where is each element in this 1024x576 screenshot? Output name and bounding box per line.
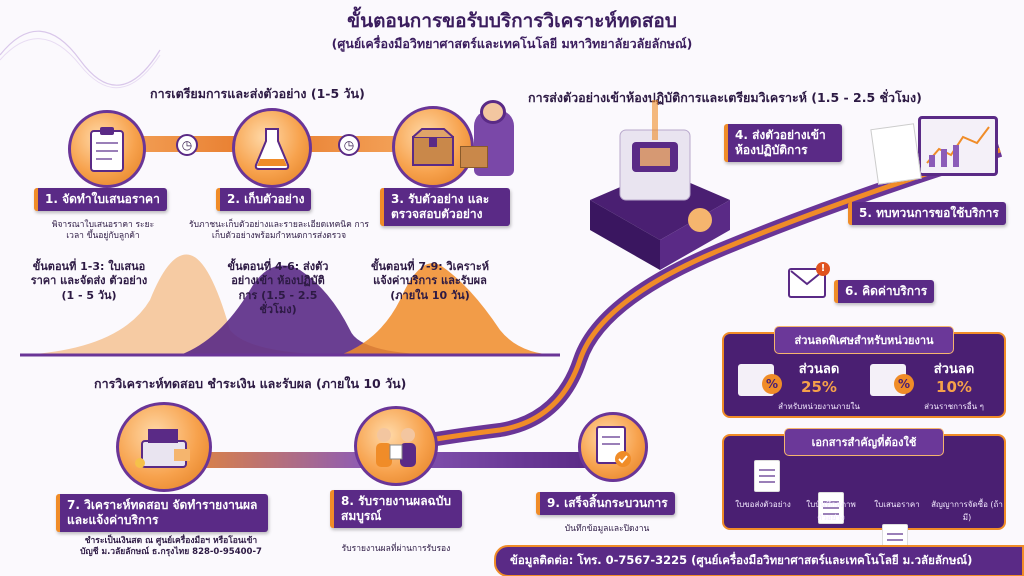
- document-4-label: สัญญาการจัดซื้อ (ถ้ามี): [931, 500, 1003, 522]
- section-prep-title: การเตรียมการและส่งตัวอย่าง (1-5 วัน): [150, 86, 365, 101]
- step-6-label: 6. คิดค่าบริการ: [834, 280, 935, 303]
- contact-info: ข้อมูลติดต่อ: โทร. 0-7567-3225 (ศูนย์เคร…: [494, 545, 1024, 576]
- step-1-desc: พิจารณาใบเสนอราคา ระยะเวลา ขึ้นอยู่กับลู…: [51, 220, 155, 242]
- clock-icon: ◷: [176, 134, 198, 156]
- flask-icon: [232, 108, 312, 188]
- discount-1-title: ส่วนลด: [798, 362, 840, 377]
- discount-card: ส่วนลดพิเศษสำหรับหน่วยงาน % ส่วนลด 25% ส…: [722, 326, 1006, 418]
- step-7-label: 7. วิเคราะห์ทดสอบ จัดทำรายงานผล และแจ้งค…: [56, 494, 268, 532]
- alert-badge-icon: !: [816, 262, 830, 276]
- step-5-label: 5. ทบทวนการขอใช้บริการ: [848, 202, 1006, 225]
- step-1-label: 1. จัดทำใบเสนอราคา: [34, 188, 167, 211]
- box-icon: [460, 146, 488, 168]
- clock-icon: ◷: [338, 134, 360, 156]
- documents-card: เอกสารสำคัญที่ต้องใช้ ใบขอส่งตัวอย่าง ใบ…: [722, 428, 1006, 576]
- step-9-label: 9. เสร็จสิ้นกระบวนการ: [536, 492, 675, 515]
- package-icon: [392, 106, 474, 188]
- step-9-desc: บันทึกข้อมูลและปิดงาน: [564, 524, 650, 534]
- step-2-desc: รับภาชนะเก็บตัวอย่างและรายละเอียดเทคนิค …: [189, 220, 369, 242]
- discount-2-note: ส่วนราชการอื่น ๆ: [924, 402, 984, 411]
- document-icon: [818, 492, 844, 524]
- step-2-label: 2. เก็บตัวอย่าง: [216, 188, 312, 211]
- step-4-label: 4. ส่งตัวอย่างเข้า ห้องปฏิบัติการ: [724, 124, 842, 162]
- discount-2-title: ส่วนลด: [933, 362, 975, 377]
- document-3-label: ใบเสนอราคา: [874, 500, 920, 509]
- page-subtitle: (ศูนย์เครื่องมือวิทยาศาสตร์และเทคโนโลยี …: [331, 36, 693, 51]
- step-8-desc: รับรายงานผลที่ผ่านการรับรอง: [341, 544, 451, 554]
- step-7-desc: ชำระเป็นเงินสด ณ ศูนย์เครื่องมือฯ หรือโอ…: [80, 536, 262, 558]
- documents-header: เอกสารสำคัญที่ต้องใช้: [784, 428, 944, 456]
- milestone-2-text: ขั้นตอนที่ 4-6: ส่งตัวอย่างเข้า ห้องปฏิบ…: [227, 260, 329, 316]
- document-2-label: ใบบันทึกสภาพ ตัวอย่าง: [806, 500, 856, 522]
- section-lab-title: การส่งตัวอย่างเข้าห้องปฏิบัติการและเตรีย…: [528, 90, 922, 105]
- document-icon: [754, 460, 780, 492]
- page-title: ขั้นตอนการขอรับบริการวิเคราะห์ทดสอบ: [347, 10, 677, 32]
- report-paper-icon: [870, 123, 922, 185]
- step-3-label: 3. รับตัวอย่าง และตรวจสอบตัวอย่าง: [380, 188, 510, 226]
- discount-2-value: 10%: [936, 378, 972, 396]
- milestone-1-text: ขั้นตอนที่ 1-3: ใบเสนอราคา และจัดส่ง ตัว…: [30, 260, 148, 302]
- milestone-3-text: ขั้นตอนที่ 7-9: วิเคราะห์ แจ้งค่าบริการ …: [370, 260, 490, 302]
- document-1-label: ใบขอส่งตัวอย่าง: [735, 500, 791, 509]
- percent-icon: %: [762, 374, 782, 394]
- envelope-icon: [788, 268, 826, 298]
- discount-header: ส่วนลดพิเศษสำหรับหน่วยงาน: [774, 326, 954, 354]
- monitor-icon: [918, 116, 998, 176]
- people-exchange-icon: [354, 406, 438, 486]
- discount-1-value: 25%: [801, 378, 837, 396]
- section-analysis-title: การวิเคราะห์ทดสอบ ชำระเงิน และรับผล (ภาย…: [94, 376, 407, 391]
- cash-register-icon: [116, 402, 212, 492]
- lab-instrument-icon: [590, 100, 730, 270]
- percent-icon: %: [894, 374, 914, 394]
- step-8-label: 8. รับรายงานผลฉบับ สมบูรณ์: [330, 490, 462, 528]
- delivery-person-head: [480, 100, 506, 124]
- discount-1-note: สำหรับหน่วยงานภายใน: [778, 402, 860, 411]
- document-check-icon: [578, 412, 648, 482]
- clipboard-icon: [68, 110, 146, 188]
